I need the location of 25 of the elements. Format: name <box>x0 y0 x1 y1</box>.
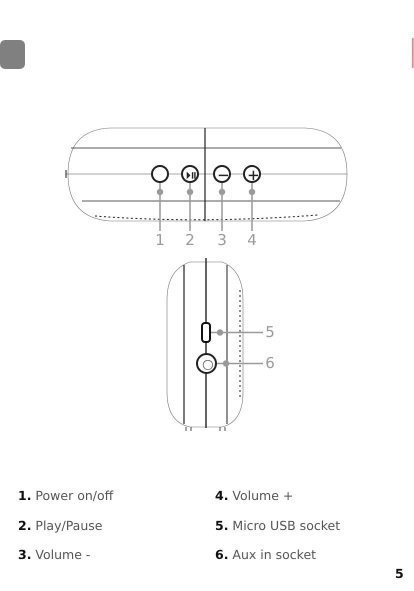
legend-item: 4. Volume + <box>215 488 294 504</box>
legend-item: 6. Aux in socket <box>215 547 316 563</box>
callout-number: 1 <box>153 231 167 249</box>
legend-item: 2. Play/Pause <box>18 518 102 534</box>
leader-line <box>248 183 256 231</box>
callout-number: 3 <box>215 231 229 249</box>
leader-line <box>156 183 164 231</box>
volume-up-button <box>243 165 261 183</box>
callout-number: 6 <box>263 354 277 372</box>
callout-number: 2 <box>183 231 197 249</box>
power-button <box>151 165 169 183</box>
leader-line <box>186 183 194 231</box>
audio-jack <box>196 353 217 374</box>
usb-port <box>201 322 211 343</box>
legend-item: 1. Power on/off <box>18 488 114 504</box>
leader-line <box>217 360 263 367</box>
callout-number: 4 <box>245 231 259 249</box>
leader-line <box>211 329 263 336</box>
volume-down-button <box>213 165 231 183</box>
legend-item: 5. Micro USB socket <box>215 518 340 534</box>
leader-line <box>218 183 226 231</box>
callout-number: 5 <box>263 323 277 341</box>
page-number: 5 <box>395 566 404 582</box>
play-pause-button <box>181 165 199 183</box>
legend-item: 3. Volume - <box>18 547 90 563</box>
